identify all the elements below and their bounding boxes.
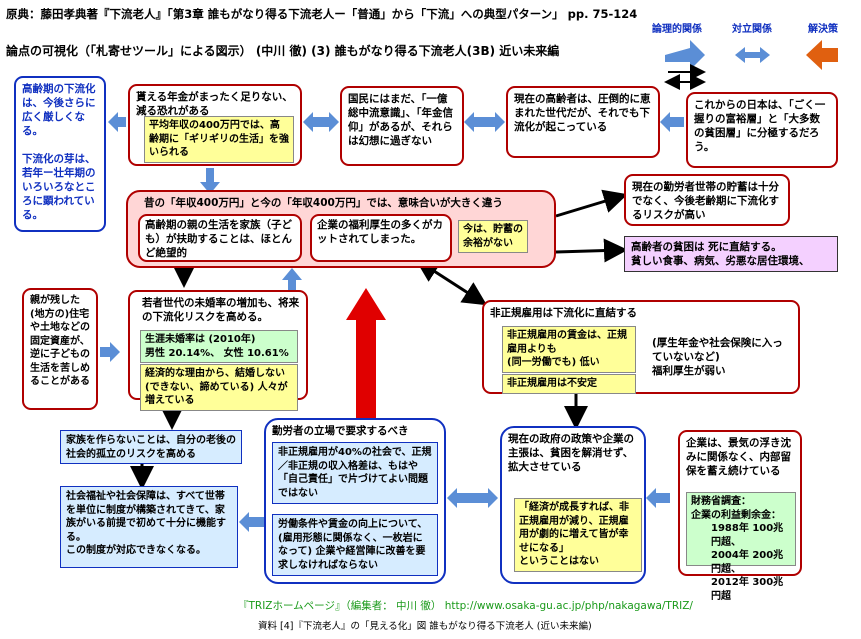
node-mof: 財務省調査： 企業の利益剰余金： 1988年 100兆円超、 2004年 200… xyxy=(686,492,796,602)
node-corporate-welfare-text: 企業の福利厚生の多くがカットされてしまった。 xyxy=(317,219,443,245)
arrow-center-irregular xyxy=(414,258,488,306)
node-elderly-life: 高齢期の下流化は、今後さらに広く厳しくなる。 下流化の芽は、若年ー壮年期のいろい… xyxy=(14,76,106,232)
arrow-demands-welfare xyxy=(239,512,265,532)
node-gov-quote: 「経済が成長すれば、非正規雇用が減り、正規雇用が劇的に増えて皆が幸せになる」 と… xyxy=(514,498,642,572)
node-irregular: 非正規雇用は下流化に直結する 非正規雇用の賃金は、正規雇用よりも (同一労働でも… xyxy=(482,300,800,394)
node-demand-1: 非正規雇用が40%の社会で、正規／非正規の収入格差は、もはや「自己責任」で片づけ… xyxy=(272,442,438,504)
node-mof-row: 2012年 300兆円超 xyxy=(711,577,784,602)
legend: 論理的関係 対立関係 解決策 xyxy=(640,20,858,90)
source-line: 原典：藤田孝典著『下流老人』「第3章 誰もがなり得る下流老人ー「普通」から「下流… xyxy=(6,7,638,21)
node-unmarried: 若者世代の未婚率の増加も、将来の下流化リスクを高める。 生涯未婚率は (2010… xyxy=(128,290,308,411)
node-center: 昔の「年収400万円」と今の「年収400万円」では、意味合いが大きく違う 高齢期… xyxy=(126,190,556,268)
legend-logic-arrow xyxy=(665,40,705,70)
node-gov-policy-text: 現在の政府の政策や企業の主張は、貧困を解消せず、拡大させている xyxy=(508,433,634,473)
page-title: 論点の可視化（「札寄せツール」による図示） (中川 徹) (3) 誰もがなり得る… xyxy=(6,44,560,58)
node-pension-fear-text: 貰える年金がまったく足りない、減る恐れがある xyxy=(136,91,293,117)
node-mof-row: 1988年 100兆円超、 xyxy=(711,523,784,548)
node-social-welfare-text: 社会福祉や社会保障は、すべて世帯を単位に制度が構築されてきて、家族がいる前提で初… xyxy=(66,491,226,556)
node-current-elderly: 現在の高齢者は、圧倒的に恵まれた世代だが、それでも下流化が起こっている xyxy=(506,86,660,158)
node-mof-row: 2004年 200兆円超、 xyxy=(711,550,784,575)
node-irregular-wage: 非正規雇用の賃金は、正規雇用よりも (同一労働でも) 低い xyxy=(502,326,636,373)
node-unmarried-stat: 生涯未婚率は (2010年) 男性 20.14%、 女性 10.61% xyxy=(140,330,298,363)
node-pension-fear: 貰える年金がまったく足りない、減る恐れがある 平均年収の400万円では、高齢期に… xyxy=(128,84,302,166)
node-gov-policy: 現在の政府の政策や企業の主張は、貧困を解消せず、拡大させている 「経済が成長すれ… xyxy=(500,426,646,584)
node-irregular-unstable: 非正規雇用は不安定 xyxy=(502,374,636,394)
node-corporate-welfare: 企業の福利厚生の多くがカットされてしまった。 xyxy=(310,214,452,262)
node-companies-text: 企業は、景気の浮き沈みに関係なく、内部留保を蓄え続けている xyxy=(686,437,791,477)
legend-solution-label: 解決策 xyxy=(808,24,838,35)
node-unmarried-text: 若者世代の未婚率の増加も、将来の下流化リスクを高める。 xyxy=(142,297,300,323)
node-mof-title: 財務省調査： xyxy=(691,496,751,507)
node-elderly-poverty-text: 高齢者の貧困は 死に直結する。 貧しい食事、病気、劣悪な居住環境、 xyxy=(631,241,810,267)
legend-opposition-label: 対立関係 xyxy=(732,24,772,35)
arrow-inherited-unmarried xyxy=(100,342,120,362)
node-future-japan-text: これからの日本は、「ごく一握りの富裕層」と「大多数の貧困層」に分極するだろう。 xyxy=(694,99,826,153)
arrow-center-pension xyxy=(200,168,220,194)
legend-opposition-arrow xyxy=(735,47,770,63)
arrow-companies-gov xyxy=(646,488,670,508)
arrow-pension-citizens xyxy=(303,112,339,132)
node-workers-savings: 現在の勤労者世帯の貯蓄は十分でなく、今後老齢期に下流化するリスクが高い xyxy=(624,174,790,226)
node-current-elderly-text: 現在の高齢者は、圧倒的に恵まれた世代だが、それでも下流化が起こっている xyxy=(514,93,651,133)
node-workers-demand-title: 勤労者の立場で要求するべき xyxy=(272,425,409,437)
node-elderly-life-text: 高齢期の下流化は、今後さらに広く厳しくなる。 下流化の芽は、若年ー壮年期のいろい… xyxy=(22,83,96,221)
node-social-welfare: 社会福祉や社会保障は、すべて世帯を単位に制度が構築されてきて、家族がいる前提で初… xyxy=(60,486,238,568)
node-unmarried-note: 経済的な理由から、結婚しない(できない、諦めている) 人々が増えている xyxy=(140,364,298,411)
node-citizens: 国民にはまだ、「一億総中流意識」、「年金信仰」があるが、それらは幻想に過ぎない xyxy=(340,86,464,166)
node-no-savings: 今は、貯蓄の余裕がない xyxy=(458,220,528,253)
node-workers-savings-text: 現在の勤労者世帯の貯蓄は十分でなく、今後老齢期に下流化するリスクが高い xyxy=(632,181,779,221)
arrow-support-unmarried xyxy=(282,268,302,290)
node-no-family-text: 家族を作らないことは、自分の老後の社会的孤立のリスクを高める xyxy=(66,435,236,460)
solution-arrow xyxy=(346,288,386,418)
arrow-left-elderly xyxy=(108,112,126,132)
node-companies: 企業は、景気の浮き沈みに関係なく、内部留保を蓄え続けている 財務省調査： 企業の… xyxy=(678,430,802,602)
node-inherited: 親が残した(地方の)住宅や土地などの固定資産が、逆に子どもの生活を苦しめることが… xyxy=(22,288,98,410)
node-support-parents: 高齢期の親の生活を家族（子ども）が扶助することは、ほとんど絶望的 xyxy=(138,214,302,262)
node-irregular-welfare: (厚生年金や社会保険に入っていないなど) 福利厚生が弱い xyxy=(652,337,783,377)
node-irregular-title: 非正規雇用は下流化に直結する xyxy=(490,307,637,319)
node-center-title: 昔の「年収400万円」と今の「年収400万円」では、意味合いが大きく違う xyxy=(144,197,503,209)
node-mof-sub: 企業の利益剰余金： xyxy=(691,509,781,521)
arrow-citizens-current xyxy=(464,112,505,132)
node-no-family: 家族を作らないことは、自分の老後の社会的孤立のリスクを高める xyxy=(60,430,242,464)
node-demand-2: 労働条件や賃金の向上について、(雇用形態に関係なく、一枚岩になって) 企業や経営… xyxy=(272,514,438,576)
legend-solution-arrow xyxy=(806,40,838,70)
legend-logic-label: 論理的関係 xyxy=(652,24,702,35)
node-inherited-text: 親が残した(地方の)住宅や土地などの固定資産が、逆に子どもの生活を苦しめることが… xyxy=(30,295,90,387)
node-citizens-text: 国民にはまだ、「一億総中流意識」、「年金信仰」があるが、それらは幻想に過ぎない xyxy=(348,93,453,147)
node-support-parents-text: 高齢期の親の生活を家族（子ども）が扶助することは、ほとんど絶望的 xyxy=(145,219,292,259)
node-workers-demand: 勤労者の立場で要求するべき 非正規雇用が40%の社会で、正規／非正規の収入格差は… xyxy=(264,418,446,584)
arrow-gov-demands xyxy=(447,488,498,508)
node-future-japan: これからの日本は、「ごく一握りの富裕層」と「大多数の貧困層」に分極するだろう。 xyxy=(686,92,838,168)
footer-caption: 資料 [4]『下流老人』の「見える化」図 誰もがなり得る下流老人 (近い未来編) xyxy=(258,621,592,632)
arrow-current-future xyxy=(660,112,684,132)
footer-link[interactable]: 『TRIZホームページ』（編集者： 中川 徹） http://www.osaka… xyxy=(238,600,693,612)
node-pension-fear-note: 平均年収の400万円では、高齢期に「ギリギリの生活」を強いられる xyxy=(144,116,294,163)
arrow-center-poverty xyxy=(555,238,628,263)
arrow-center-workers xyxy=(555,189,628,218)
node-elderly-poverty: 高齢者の貧困は 死に直結する。 貧しい食事、病気、劣悪な居住環境、 xyxy=(624,236,838,272)
